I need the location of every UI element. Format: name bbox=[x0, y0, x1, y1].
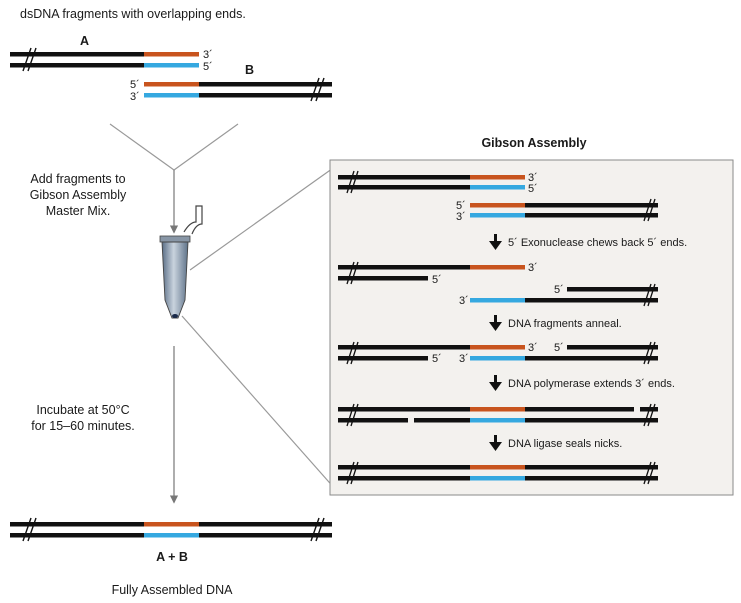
add-step-text: Master Mix. bbox=[46, 204, 111, 218]
add-step-text: Gibson Assembly bbox=[30, 188, 127, 202]
end-label: 5´ bbox=[528, 183, 538, 195]
panel-title: Gibson Assembly bbox=[481, 136, 586, 150]
down-arrow-icon bbox=[489, 375, 502, 391]
step-ligase: DNA ligase seals nicks. bbox=[508, 438, 622, 450]
panel-stage-initial bbox=[338, 170, 658, 222]
break-mark bbox=[22, 47, 32, 72]
down-arrow-icon bbox=[489, 315, 502, 331]
down-arrow-icon bbox=[489, 234, 502, 250]
end-label: 3´ bbox=[459, 353, 469, 365]
zoom-connector bbox=[181, 315, 337, 491]
end-label: 3´ bbox=[528, 342, 538, 354]
end-label: 5´ bbox=[432, 274, 442, 286]
add-step-text: Add fragments to bbox=[30, 172, 125, 186]
end-label: 5´ bbox=[130, 79, 140, 91]
incubate-step-text: Incubate at 50°C bbox=[36, 403, 129, 417]
fragment-a bbox=[10, 47, 199, 72]
zoom-connector bbox=[189, 165, 337, 271]
top-title: dsDNA fragments with overlapping ends. bbox=[20, 7, 246, 21]
end-label: 3´ bbox=[130, 91, 140, 103]
end-label: 3´ bbox=[459, 295, 469, 307]
panel-stage-annealed bbox=[338, 341, 658, 365]
end-label: 5´ bbox=[432, 353, 442, 365]
break-mark bbox=[27, 47, 37, 72]
tube-icon bbox=[159, 205, 203, 319]
step-anneal: DNA fragments anneal. bbox=[508, 318, 622, 330]
down-arrow-icon bbox=[489, 435, 502, 451]
funnel-line bbox=[173, 123, 239, 171]
panel-stage-extended bbox=[338, 403, 658, 427]
assembled-caption: Fully Assembled DNA bbox=[112, 583, 234, 597]
break-mark bbox=[310, 77, 320, 102]
end-label: 5´ bbox=[203, 61, 213, 73]
end-label: 5´ bbox=[554, 342, 564, 354]
assembled-label: A + B bbox=[156, 550, 188, 564]
panel-stage-sealed bbox=[338, 461, 658, 485]
end-label: 3´ bbox=[203, 49, 213, 61]
step-polymerase: DNA polymerase extends 3´ ends. bbox=[508, 378, 675, 390]
end-label: 3´ bbox=[528, 172, 538, 184]
assembled-dna bbox=[10, 517, 332, 542]
end-label: 3´ bbox=[456, 211, 466, 223]
end-label: 5´ bbox=[554, 284, 564, 296]
end-label: 5´ bbox=[456, 200, 466, 212]
step-exonuclease: 5´ Exonuclease chews back 5´ ends. bbox=[508, 237, 687, 249]
funnel-line bbox=[109, 123, 175, 171]
panel-stage-chewed bbox=[338, 261, 658, 307]
label-a: A bbox=[80, 34, 89, 48]
end-label: 3´ bbox=[528, 262, 538, 274]
fragment-b bbox=[144, 77, 332, 102]
break-mark bbox=[315, 77, 325, 102]
incubate-step-text: for 15–60 minutes. bbox=[31, 419, 135, 433]
label-b: B bbox=[245, 63, 254, 77]
